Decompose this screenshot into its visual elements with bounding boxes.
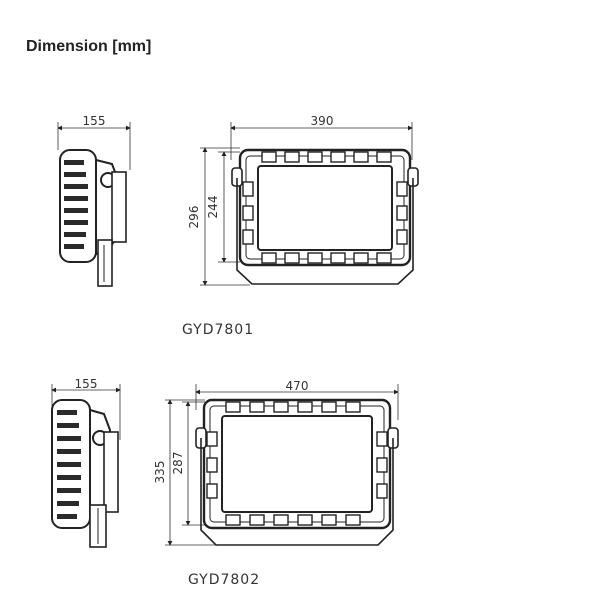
gyd7801-total-height-label: 296 <box>187 206 201 229</box>
gyd7802-side-view <box>51 384 121 548</box>
model-name-gyd7801: GYD7801 <box>182 322 255 338</box>
gyd7801-depth-label: 155 <box>83 114 106 128</box>
page-title: Dimension [mm] <box>26 38 152 55</box>
gyd7801-width-label: 390 <box>311 114 334 128</box>
gyd7802-total-height-label: 335 <box>153 461 167 484</box>
gyd7802-body-height-label: 287 <box>171 452 185 475</box>
gyd7801-side-view <box>57 122 131 287</box>
model-name-gyd7802: GYD7802 <box>188 572 261 588</box>
gyd7801-body-height-label: 244 <box>206 196 220 219</box>
gyd7801-front-view <box>200 122 419 286</box>
gyd7802-front-view <box>165 384 399 546</box>
gyd7802-width-label: 470 <box>286 379 309 393</box>
gyd7802-depth-label: 155 <box>75 377 98 391</box>
